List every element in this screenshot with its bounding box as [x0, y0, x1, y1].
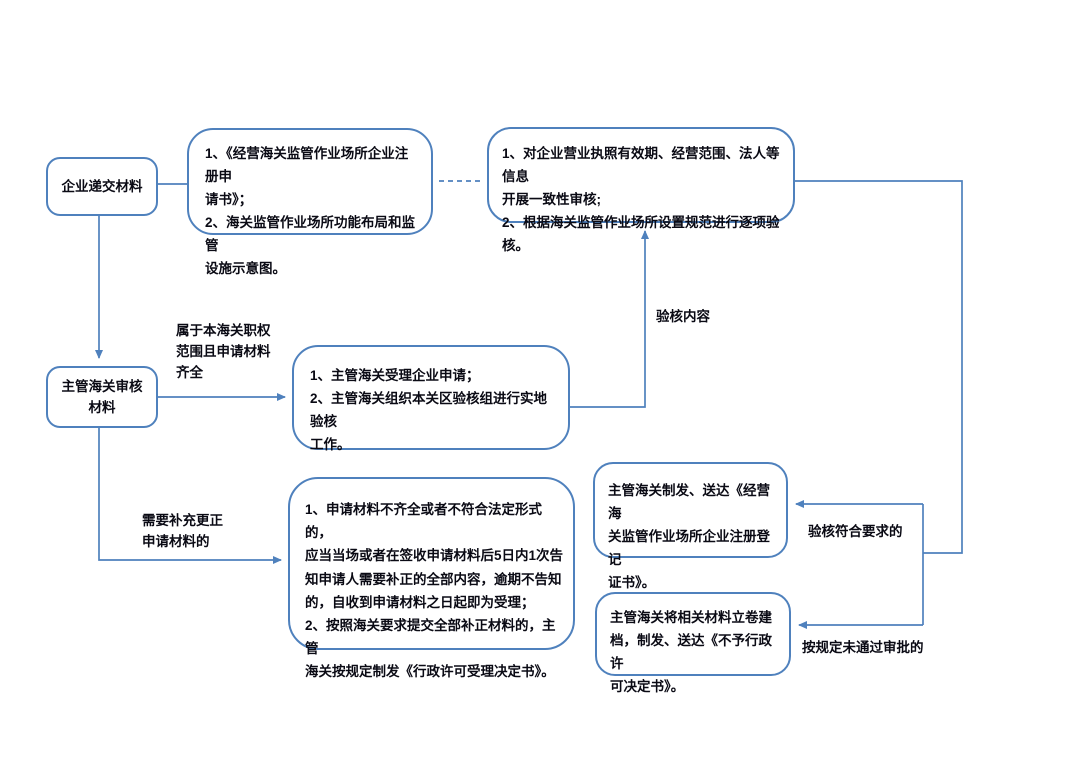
node-issue-certificate: 主管海关制发、送达《经营海 关监管作业场所企业注册登记 证书》。	[593, 462, 788, 590]
node-verification-items: 1、对企业营业执照有效期、经营范围、法人等信息 开展一致性审核; 2、根据海关监…	[487, 127, 795, 253]
edge-label-verify-pass: 验核符合要求的	[808, 524, 903, 539]
node-customs-review: 主管海关审核 材料	[46, 366, 158, 428]
edge-label-need-correction: 需要补充更正 申请材料的	[142, 513, 223, 549]
node-required-materials: 1、《经营海关监管作业场所企业注册申 请书》； 2、海关监管作业场所功能布局和监…	[187, 128, 433, 276]
node-enterprise-submit: 企业递交材料	[46, 157, 158, 216]
node-supplement-materials: 1、申请材料不齐全或者不符合法定形式的， 应当当场或者在签收申请材料后5日内1次…	[288, 477, 575, 679]
edge-label-not-approved: 按规定未通过审批的	[802, 640, 924, 655]
edge-accept-to-verify	[570, 230, 649, 408]
edge-label-jurisdiction: 属于本海关职权 范围且申请材料 齐全	[176, 323, 271, 380]
edge-verify-trunk	[795, 180, 963, 554]
edge-review-to-supplement	[98, 428, 282, 564]
node-reject-decision: 主管海关将相关材料立卷建 档，制发、送达《不予行政许 可决定书》。	[595, 592, 791, 694]
node-accept-application: 1、主管海关受理企业申请； 2、主管海关组织本关区验核组进行实地验核 工作。	[292, 345, 570, 452]
edge-label-verify-content: 验核内容	[656, 309, 710, 324]
